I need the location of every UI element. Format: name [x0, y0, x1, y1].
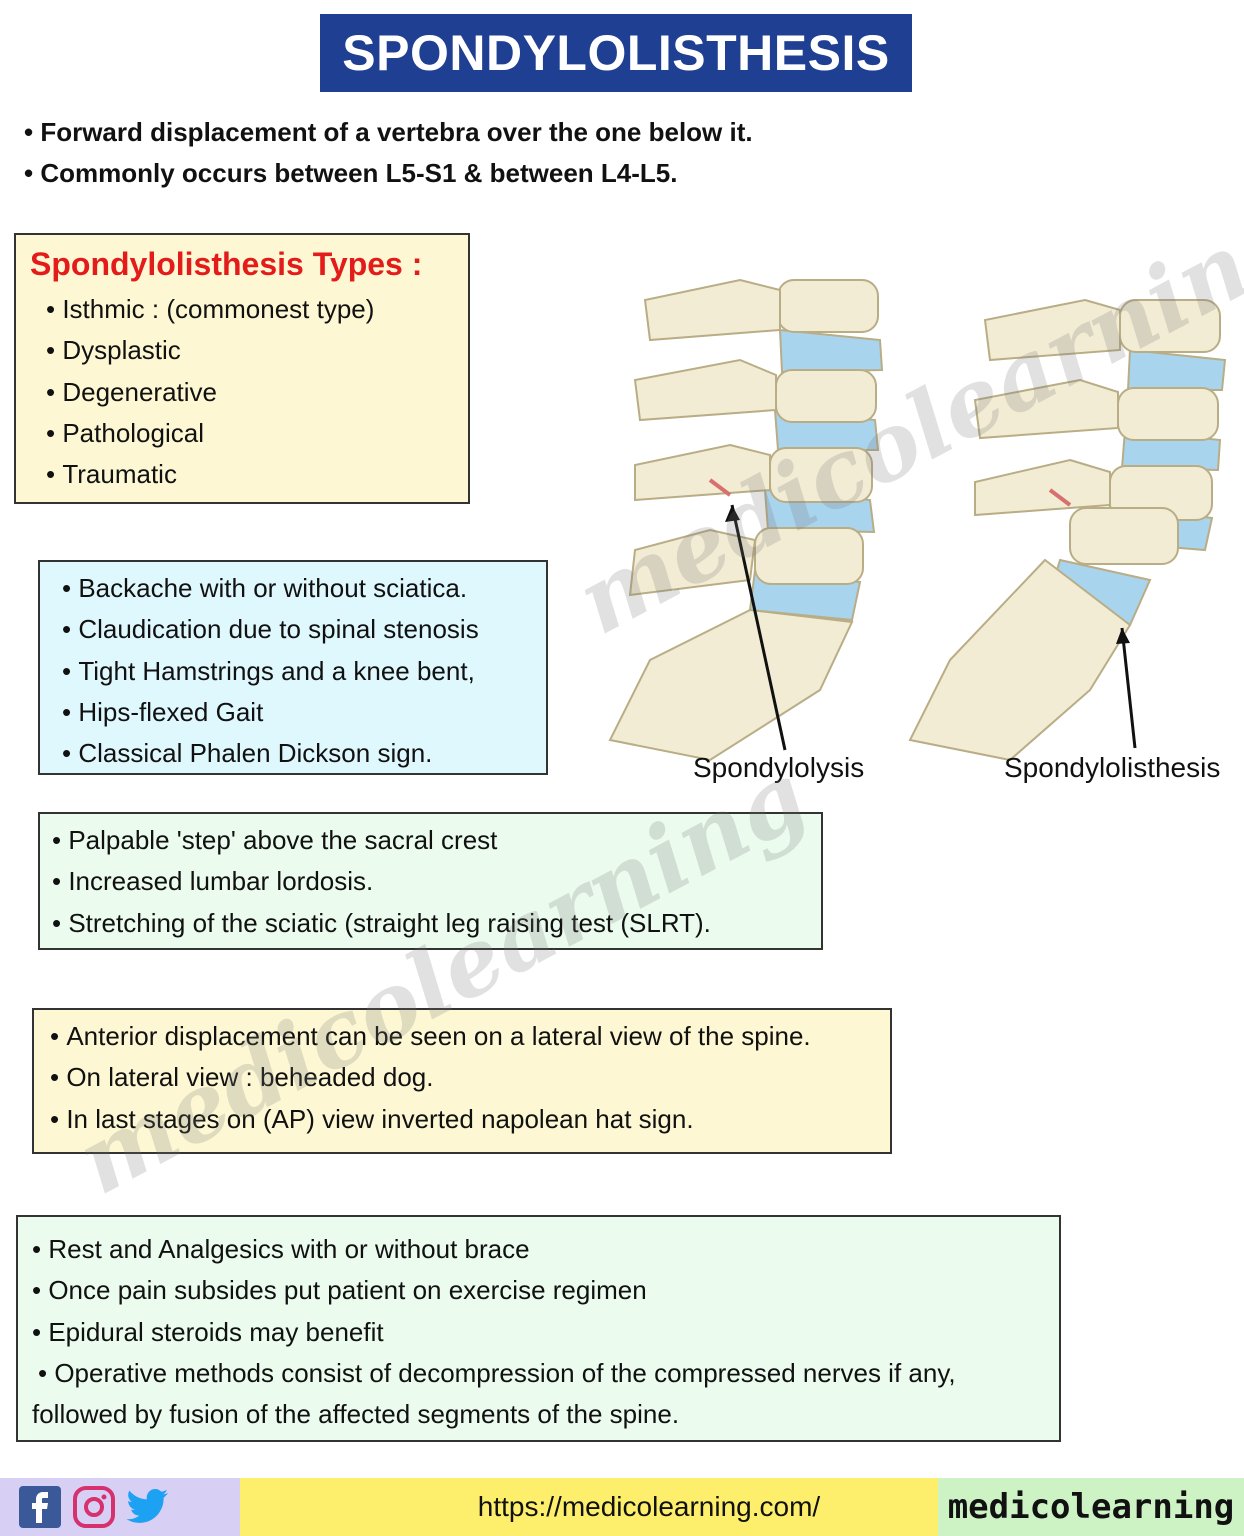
types-item: Isthmic : (commonest type)	[30, 289, 468, 330]
sign-item: Increased lumbar lordosis.	[52, 861, 821, 902]
social-links	[0, 1478, 240, 1536]
spine-illustration	[590, 260, 1240, 800]
sign-item: Palpable 'step' above the sacral crest	[52, 820, 821, 861]
types-box: Spondylolisthesis Types : Isthmic : (com…	[14, 233, 470, 504]
intro-item: Forward displacement of a vertebra over …	[24, 112, 752, 153]
treatment-item: Operative methods consist of decompressi…	[32, 1353, 1059, 1394]
intro-item: Commonly occurs between L5-S1 & between …	[24, 153, 753, 194]
imaging-item: In last stages on (AP) view inverted nap…	[50, 1099, 890, 1140]
arrow-right	[1120, 627, 1137, 749]
symptom-item: Tight Hamstrings and a knee bent,	[62, 651, 546, 692]
page-title: SPONDYLOLISTHESIS	[342, 25, 890, 81]
twitter-icon[interactable]	[126, 1485, 170, 1529]
signs-box: Palpable 'step' above the sacral crest I…	[38, 812, 823, 950]
symptom-item: Claudication due to spinal stenosis	[62, 609, 546, 650]
symptom-item: Backache with or without sciatica.	[62, 568, 546, 609]
treatment-item: Once pain subsides put patient on exerci…	[32, 1270, 1059, 1311]
spine-left	[608, 278, 884, 762]
imaging-item: Anterior displacement can be seen on a l…	[50, 1016, 890, 1057]
footer: https://medicolearning.com/ medicolearni…	[0, 1478, 1244, 1536]
site-url[interactable]: https://medicolearning.com/	[477, 1491, 821, 1522]
symptoms-box: Backache with or without sciatica. Claud…	[38, 560, 548, 775]
facebook-icon[interactable]	[18, 1485, 62, 1529]
types-item: Pathological	[30, 413, 468, 454]
arrow-left	[730, 504, 787, 751]
intro-list: Forward displacement of a vertebra over …	[24, 112, 753, 194]
treatment-item: Epidural steroids may benefit	[32, 1312, 1059, 1353]
imaging-box: Anterior displacement can be seen on a l…	[32, 1008, 892, 1154]
label-spondylolisthesis: Spondylolisthesis	[1004, 752, 1221, 783]
treatment-continuation: followed by fusion of the affected segme…	[32, 1399, 680, 1430]
instagram-icon[interactable]	[72, 1485, 116, 1529]
spine-drawing	[608, 278, 1227, 762]
sign-item: Stretching of the sciatic (straight leg …	[52, 903, 821, 944]
spine-right	[908, 298, 1227, 762]
treatment-box: Rest and Analgesics with or without brac…	[16, 1215, 1061, 1442]
symptom-item: Hips-flexed Gait	[62, 692, 546, 733]
label-spondylolysis: Spondylolysis	[693, 752, 865, 783]
symptom-item: Classical Phalen Dickson sign.	[62, 733, 546, 774]
types-item: Degenerative	[30, 372, 468, 413]
brand-area: medicolearning	[938, 1478, 1244, 1536]
types-item: Dysplastic	[30, 330, 468, 371]
types-heading: Spondylolisthesis Types :	[30, 246, 423, 282]
treatment-item: Rest and Analgesics with or without brac…	[32, 1229, 1059, 1270]
url-area: https://medicolearning.com/	[240, 1478, 938, 1536]
types-item: Traumatic	[30, 454, 468, 495]
brand-name: medicolearning	[947, 1487, 1235, 1527]
imaging-item: On lateral view : beheaded dog.	[50, 1057, 890, 1098]
title-banner: SPONDYLOLISTHESIS	[320, 14, 912, 92]
